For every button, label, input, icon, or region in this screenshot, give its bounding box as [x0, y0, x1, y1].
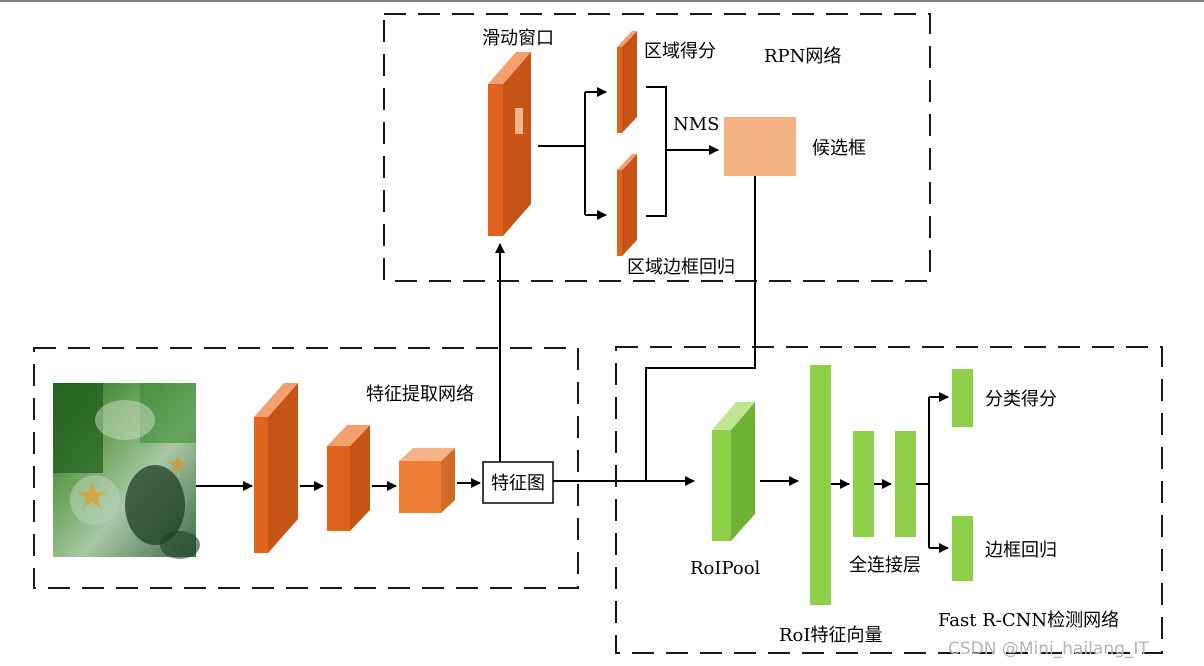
class-score-label: 分类得分 [985, 389, 1057, 410]
conv-block-3 [399, 448, 455, 513]
bbox-regression-bar [952, 516, 973, 581]
candidate-box-label: 候选框 [812, 138, 866, 159]
sliding-window-block [488, 52, 531, 236]
nms-bracket [646, 86, 667, 217]
conv-block-1 [254, 383, 298, 553]
fast-rcnn-group-box [615, 346, 1163, 654]
fc-layer-1 [853, 431, 874, 537]
sliding-window-marker [515, 108, 523, 134]
fast-rcnn-label: Fast R-CNN检测网络 [938, 610, 1119, 631]
watermark-text: CSDN @Mini_hailang_IT [948, 639, 1149, 659]
fully-connected-label: 全连接层 [849, 555, 921, 576]
roipool-label: RoIPool [690, 558, 761, 579]
feature-extraction-label: 特征提取网络 [366, 384, 474, 405]
region-bbox-block [617, 154, 637, 256]
region-bbox-label: 区域边框回归 [627, 257, 735, 278]
rpn-group-box [383, 13, 931, 282]
class-score-bar [952, 369, 973, 427]
roi-feature-vector-bar [810, 365, 831, 605]
region-score-block [617, 31, 637, 133]
bbox-regression-label: 边框回归 [985, 540, 1057, 561]
rpn-network-label: RPN网络 [764, 46, 841, 67]
sliding-window-label: 滑动窗口 [482, 28, 554, 49]
candidate-to-roipool-line [645, 176, 756, 481]
nms-label: NMS [673, 114, 720, 135]
underwater-photo-image [53, 383, 200, 559]
feature-extraction-group-box [33, 347, 579, 589]
roipool-block [712, 402, 755, 541]
fc-layer-2 [895, 431, 916, 537]
feature-map-box [482, 461, 554, 504]
region-score-label: 区域得分 [644, 41, 716, 62]
roi-feature-vector-label: RoI特征向量 [779, 625, 883, 646]
conv-block-2 [327, 425, 370, 531]
candidate-box [724, 117, 796, 176]
feature-map-label: 特征图 [491, 473, 545, 494]
